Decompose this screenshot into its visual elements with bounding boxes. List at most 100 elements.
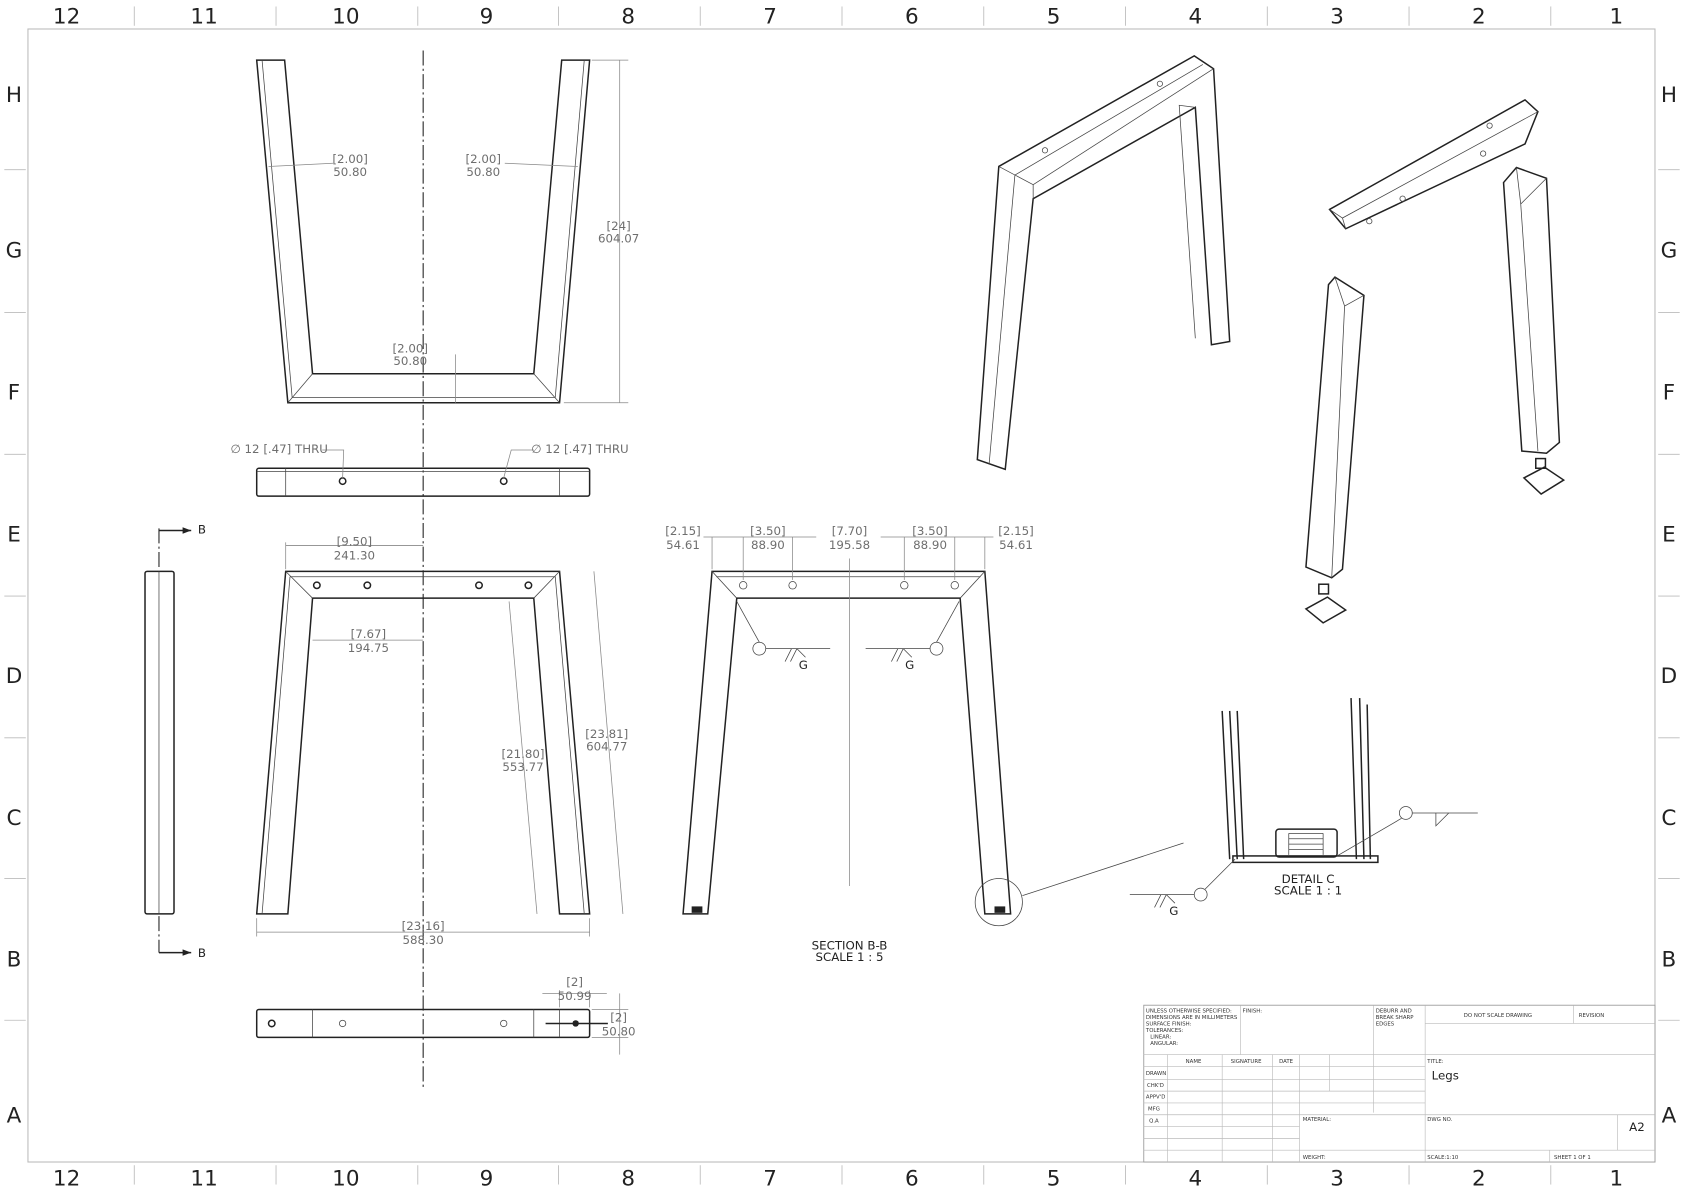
svg-text:[2.15]: [2.15] xyxy=(998,524,1033,538)
svg-text:LINEAR:: LINEAR: xyxy=(1150,1035,1171,1041)
section-title: SECTION B-B xyxy=(812,938,888,952)
svg-text:D: D xyxy=(1661,664,1678,689)
svg-text:10: 10 xyxy=(332,1167,359,1191)
svg-text:[2]: [2] xyxy=(610,1010,627,1024)
svg-text:G: G xyxy=(799,658,808,672)
svg-text:8: 8 xyxy=(621,1167,635,1191)
svg-text:G: G xyxy=(905,658,914,672)
svg-text:54.61: 54.61 xyxy=(999,538,1033,552)
svg-text:194.75: 194.75 xyxy=(348,641,389,655)
svg-text:F: F xyxy=(1663,381,1675,406)
zone-dividers xyxy=(4,6,1680,1185)
svg-text:1: 1 xyxy=(1609,5,1623,30)
title-block: UNLESS OTHERWISE SPECIFIED: DIMENSIONS A… xyxy=(1143,1004,1656,1163)
drawing-title: Legs xyxy=(1432,1068,1459,1082)
svg-text:D: D xyxy=(6,664,23,689)
svg-text:E: E xyxy=(7,522,21,547)
detail-scale: SCALE 1 : 1 xyxy=(1274,884,1342,898)
svg-text:TITLE:: TITLE: xyxy=(1426,1059,1444,1065)
detail-c-callout xyxy=(974,878,1023,927)
svg-text:Q.A: Q.A xyxy=(1149,1118,1159,1124)
svg-text:241.30: 241.30 xyxy=(334,549,375,563)
bottom-view: [2]50.99 [2]50.80 xyxy=(255,975,636,1055)
svg-text:FINISH:: FINISH: xyxy=(1243,1009,1263,1015)
detail-title: DETAIL C xyxy=(1282,872,1335,886)
svg-text:11: 11 xyxy=(190,1167,217,1191)
svg-text:MATERIAL:: MATERIAL: xyxy=(1303,1117,1331,1123)
section-b-b: [2.15]54.61 [3.50]88.90 [7.70]195.58 [3.… xyxy=(665,524,1184,964)
svg-text:4: 4 xyxy=(1188,1167,1202,1191)
svg-text:G: G xyxy=(1169,904,1178,918)
svg-text:[2.00]: [2.00] xyxy=(332,152,367,166)
svg-text:F: F xyxy=(8,381,20,406)
svg-text:9: 9 xyxy=(480,5,494,30)
svg-text:50.80: 50.80 xyxy=(466,165,500,179)
svg-text:DATE: DATE xyxy=(1279,1059,1294,1065)
svg-text:3: 3 xyxy=(1330,1167,1344,1191)
svg-text:604.77: 604.77 xyxy=(586,740,627,754)
svg-text:50.80: 50.80 xyxy=(333,165,367,179)
svg-text:EDGES: EDGES xyxy=(1376,1022,1395,1028)
svg-text:88.90: 88.90 xyxy=(913,538,947,552)
svg-text:APPV'D: APPV'D xyxy=(1146,1095,1165,1101)
svg-text:[7.70]: [7.70] xyxy=(832,524,867,538)
section-scale: SCALE 1 : 5 xyxy=(815,950,883,964)
svg-text:H: H xyxy=(6,83,22,108)
svg-text:[2.00]: [2.00] xyxy=(466,152,501,166)
svg-text:8: 8 xyxy=(621,5,635,30)
svg-text:C: C xyxy=(1661,806,1676,831)
svg-text:∅ 12 [.47] THRU: ∅ 12 [.47] THRU xyxy=(231,442,328,456)
side-view: B B xyxy=(144,523,206,960)
svg-text:REVISION: REVISION xyxy=(1579,1013,1605,1019)
svg-text:WEIGHT:: WEIGHT: xyxy=(1303,1155,1326,1161)
svg-text:4: 4 xyxy=(1188,5,1202,30)
svg-text:CHK'D: CHK'D xyxy=(1147,1083,1164,1089)
svg-text:A: A xyxy=(1662,1103,1677,1128)
isometric-assembled-leg xyxy=(976,54,1231,471)
svg-text:88.90: 88.90 xyxy=(751,538,785,552)
svg-text:[2]: [2] xyxy=(566,975,583,989)
svg-text:[3.50]: [3.50] xyxy=(750,524,785,538)
svg-text:12: 12 xyxy=(53,5,80,30)
svg-text:H: H xyxy=(1661,83,1677,108)
svg-text:DRAWN: DRAWN xyxy=(1146,1071,1166,1077)
top-view: ∅ 12 [.47] THRU ∅ 12 [.47] THRU xyxy=(231,442,629,497)
svg-text:A2: A2 xyxy=(1629,1120,1645,1134)
front-view: [2.00]50.80 [2.00]50.80 [24]604.07 [2.00… xyxy=(255,59,639,404)
svg-text:[23.81]: [23.81] xyxy=(585,727,628,741)
svg-text:2: 2 xyxy=(1472,1167,1486,1191)
svg-text:[2.15]: [2.15] xyxy=(665,524,700,538)
svg-text:7: 7 xyxy=(763,1167,777,1191)
svg-text:G: G xyxy=(1661,239,1678,264)
svg-text:SCALE:1:10: SCALE:1:10 xyxy=(1427,1155,1459,1161)
svg-text:[3.50]: [3.50] xyxy=(912,524,947,538)
section-marker-bottom: B xyxy=(198,946,206,960)
svg-text:TOLERANCES:: TOLERANCES: xyxy=(1145,1028,1184,1034)
svg-text:MFG: MFG xyxy=(1148,1106,1160,1112)
svg-text:195.58: 195.58 xyxy=(829,538,870,552)
svg-text:[7.67]: [7.67] xyxy=(351,627,386,641)
svg-text:G: G xyxy=(6,239,23,264)
svg-text:SHEET 1 OF 1: SHEET 1 OF 1 xyxy=(1554,1155,1591,1161)
drawing-border xyxy=(27,28,1656,1163)
svg-text:5: 5 xyxy=(1047,5,1061,30)
svg-text:50.99: 50.99 xyxy=(558,989,592,1003)
svg-text:NAME: NAME xyxy=(1186,1059,1202,1065)
lower-front-view: [9.50]241.30 [7.67]194.75 [21.80]553.77 … xyxy=(255,535,628,947)
isometric-exploded-parts xyxy=(1304,98,1566,624)
svg-text:3: 3 xyxy=(1330,5,1344,30)
svg-text:[9.50]: [9.50] xyxy=(337,535,372,549)
svg-text:54.61: 54.61 xyxy=(666,538,700,552)
svg-text:DWG NO.: DWG NO. xyxy=(1427,1117,1452,1123)
svg-text:10: 10 xyxy=(332,5,359,30)
svg-text:[21.80]: [21.80] xyxy=(502,747,545,761)
svg-text:B: B xyxy=(1662,948,1677,973)
svg-text:A: A xyxy=(7,1103,22,1128)
svg-text:∅ 12 [.47] THRU: ∅ 12 [.47] THRU xyxy=(531,442,628,456)
svg-text:50.80: 50.80 xyxy=(393,354,427,368)
svg-text:12: 12 xyxy=(53,1167,80,1191)
svg-text:SURFACE FINISH:: SURFACE FINISH: xyxy=(1146,1022,1192,1028)
